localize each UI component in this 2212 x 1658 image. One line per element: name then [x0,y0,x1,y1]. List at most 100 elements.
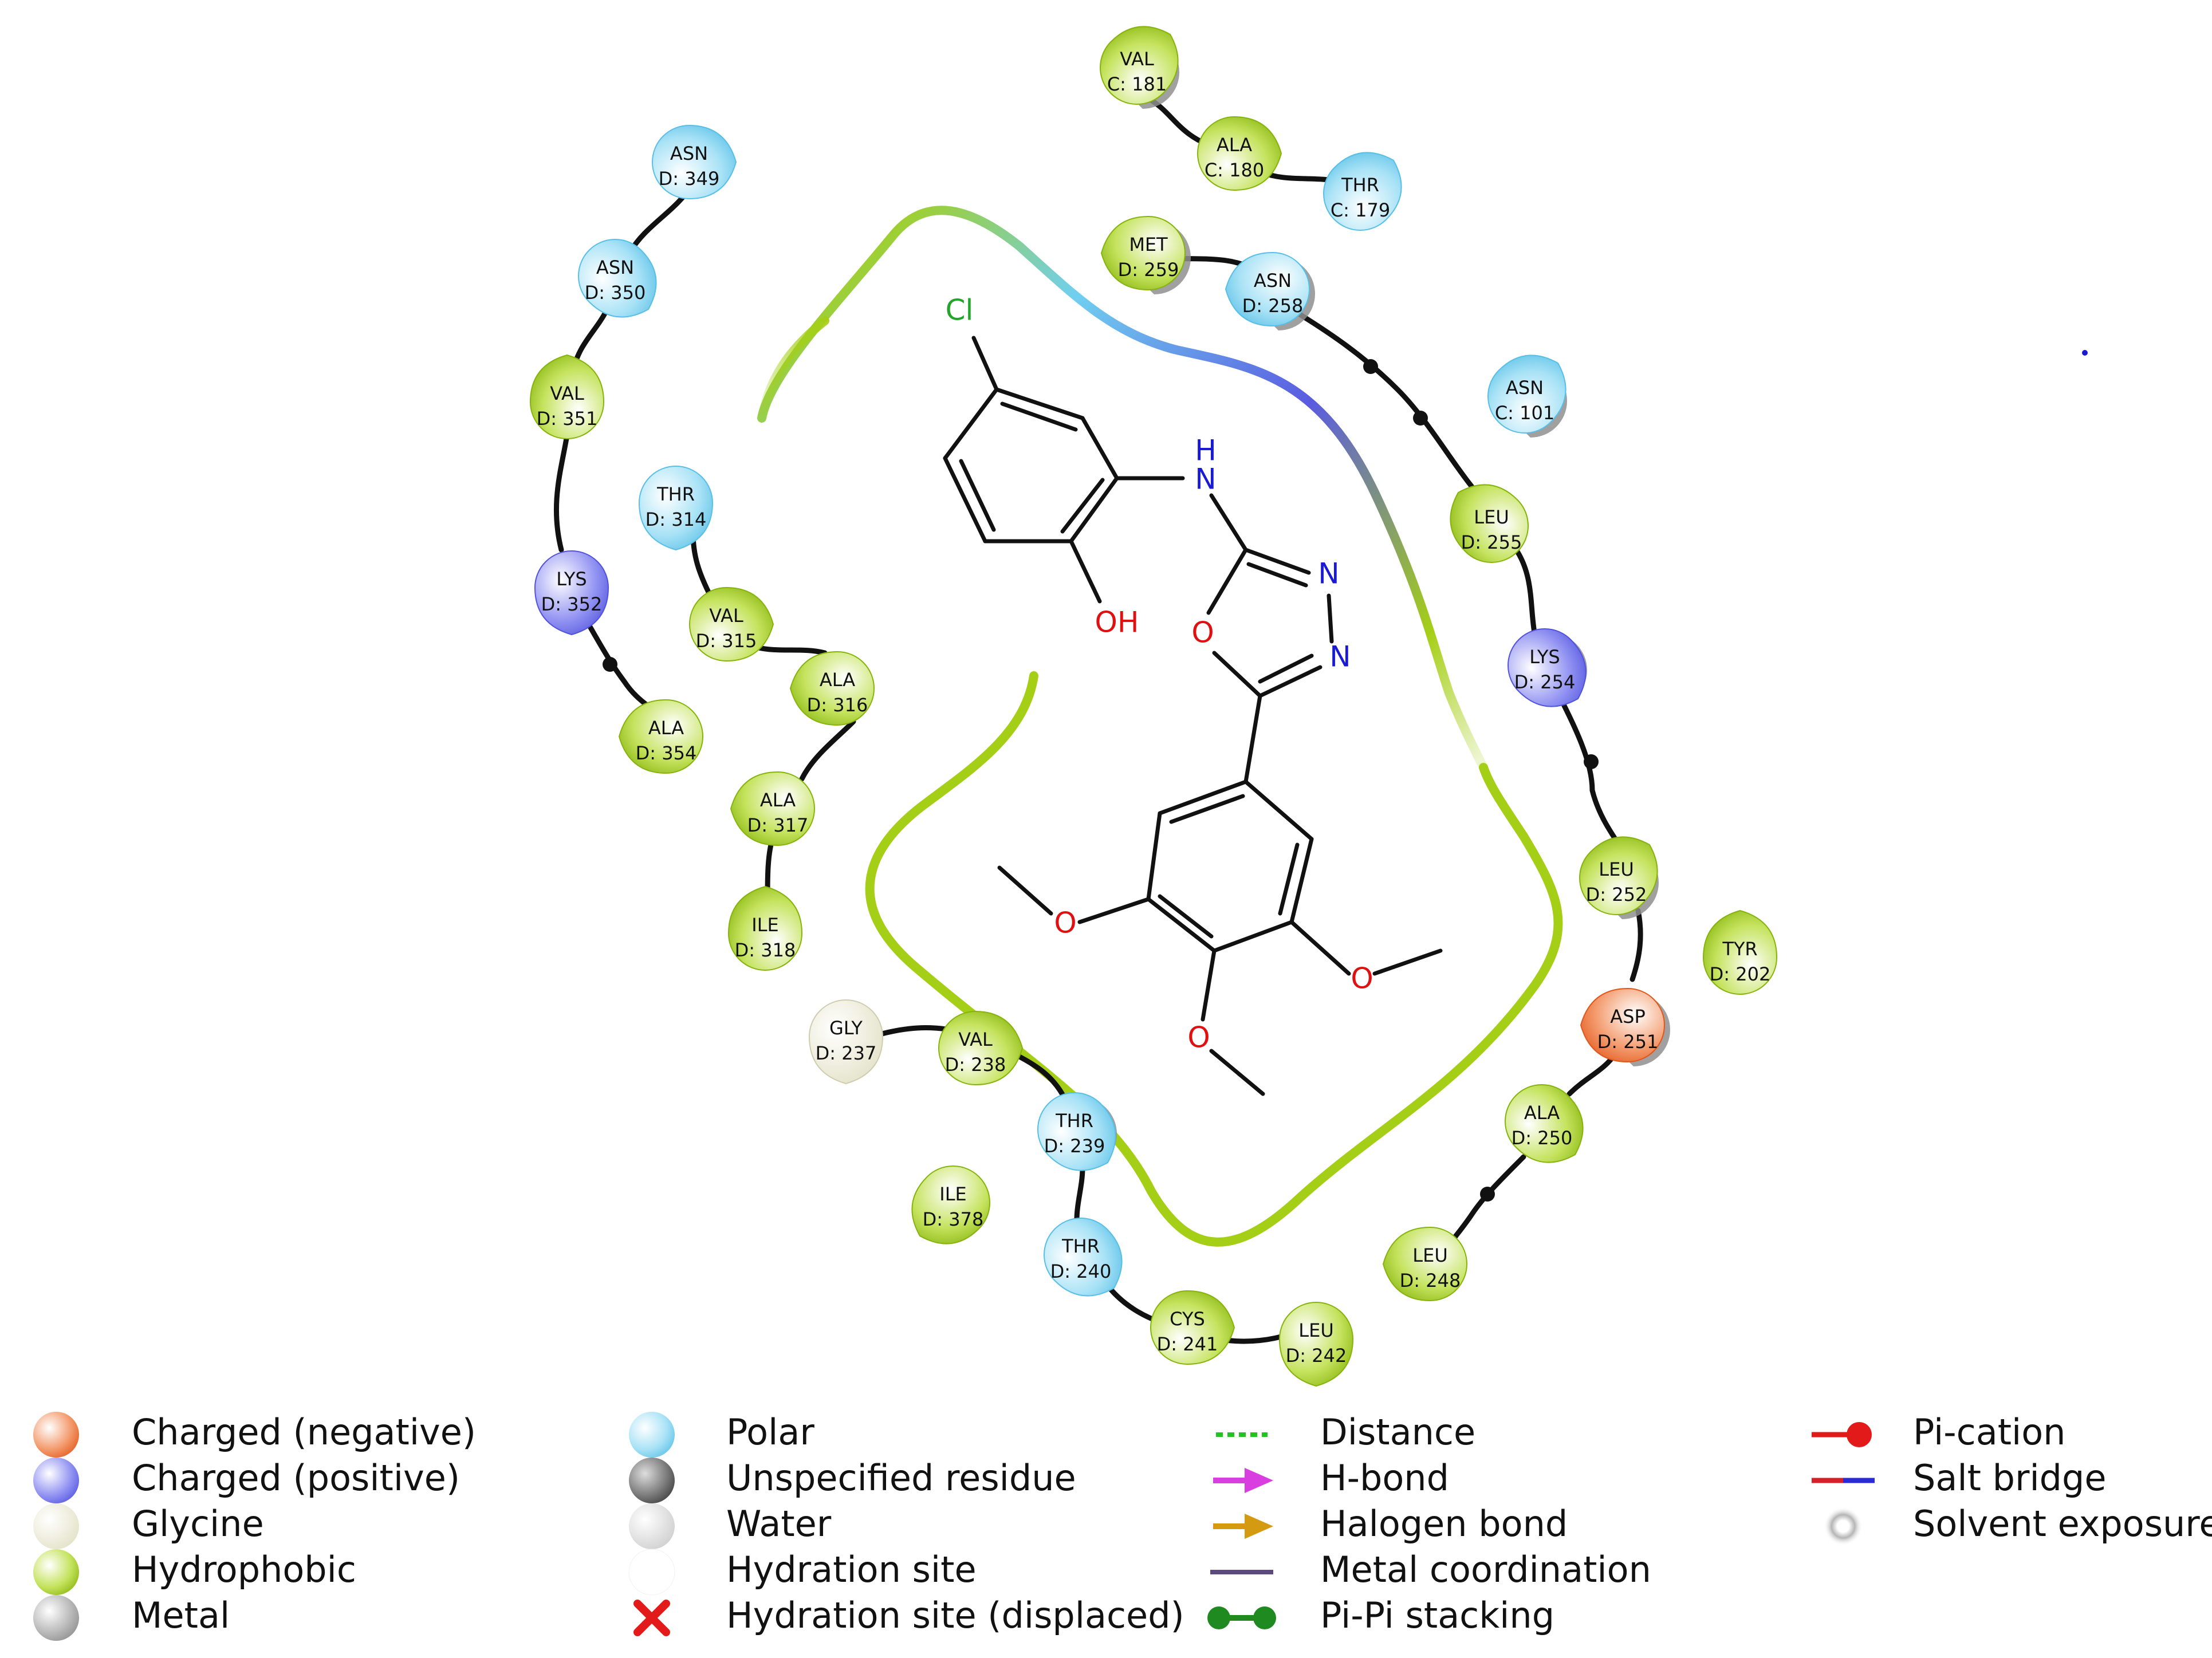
residue-name: ASP [1610,1006,1646,1027]
ligand-structure [943,336,1443,1096]
legend-label: Halogen bond [1320,1503,1568,1545]
atom-methoxy-o2: O [1351,962,1373,995]
residue-number: C: 180 [1205,159,1264,181]
residue-number: C: 101 [1495,402,1554,424]
bond [1069,476,1119,544]
residue-name: VAL [709,605,743,627]
legend-item: Metal coordination [1210,1549,1651,1590]
residue-lys352: LYS D: 352 [534,550,609,636]
residue-number: D: 202 [1710,963,1771,985]
residue-number: D: 255 [1461,531,1522,553]
bond [1258,665,1323,698]
atom-oh: OH [1095,606,1139,639]
legend-item: Hydration site [628,1549,977,1596]
residue-number: D: 250 [1512,1127,1573,1149]
residue-name: LYS [556,568,587,590]
residue-name: ASN [670,143,708,164]
residue-shape [808,999,884,1085]
residue-name: LEU [1599,858,1634,880]
sphere-cream-icon [33,1503,79,1549]
backbone-val351-lys352 [553,432,570,553]
legend-item: Charged (positive) [33,1457,460,1503]
legend: Charged (negative)Charged (positive)Glyc… [33,1411,2212,1641]
bond [994,387,1085,420]
legend-label: Charged (negative) [132,1411,476,1453]
residue-shape [1508,628,1587,707]
pocket-outline-bottom [865,671,1563,1247]
residue-name: ASN [1254,270,1292,292]
residue-shape [652,124,737,200]
bond [943,456,987,544]
bond [1206,548,1248,615]
legend-item: Pi-Pi stacking [1207,1594,1554,1636]
residue-name: VAL [1120,48,1154,70]
legend-label: Metal [132,1594,230,1636]
red-x-icon [633,1600,670,1636]
residue-number: D: 378 [923,1208,984,1230]
legend-label: Polar [726,1411,814,1453]
residue-number: D: 254 [1514,671,1576,693]
bond [1209,1049,1265,1096]
residue-name: THR [1061,1235,1100,1257]
bond [1158,779,1248,816]
atom-nh-n: N [1195,463,1216,496]
red-line-dot-icon [1812,1422,1872,1447]
bond [1080,416,1119,481]
residue-number: D: 352 [541,593,603,615]
backbone-lys352-ala354 [576,604,656,713]
bond [1212,651,1262,698]
legend-label: Metal coordination [1320,1549,1651,1590]
residue-name: VAL [958,1029,993,1050]
residue-name: TYR [1722,938,1757,960]
residue-shape [1197,116,1282,191]
backbone-lys254-leu252 [1555,690,1624,850]
residue-shape [938,1010,1024,1086]
residue-shape [727,885,803,971]
residue-name: ALA [1217,134,1252,156]
residue-shape [911,1165,990,1245]
residue-name: THR [1055,1110,1093,1132]
atom-methoxy-o1: O [1054,907,1076,940]
residue-name: ALA [820,669,855,691]
residue-shape [730,771,815,846]
residue-number: D: 354 [636,742,697,764]
residue-name: GLY [829,1017,863,1039]
backbone-asn258-leu255 [1289,306,1475,490]
residue-number: D: 351 [537,408,598,430]
sphere-grey-icon [33,1595,79,1641]
bond [1372,948,1443,976]
bond-double [1169,794,1245,824]
backbone-gap-markers [603,359,1599,1202]
bond [943,387,999,460]
backbone-leu252-asp251 [1630,908,1643,982]
bond [1212,920,1294,953]
residue-shape [1487,355,1566,434]
bond-double [1060,478,1105,534]
residue-shape [1450,484,1529,563]
residue-number: D: 237 [816,1042,877,1064]
sphere-green-icon [33,1549,79,1595]
residue-shape [1225,251,1310,327]
residue-number: D: 316 [807,694,868,716]
bond [1243,779,1314,841]
backbone-asp251-ala250 [1566,1051,1618,1097]
gap-dot [603,657,617,672]
residue-shape [1579,836,1658,915]
legend-item: Pi-cation [1812,1411,2065,1453]
legend-label: Unspecified residue [726,1457,1076,1499]
sphere-white-icon [629,1503,675,1549]
bond-double [959,459,996,532]
